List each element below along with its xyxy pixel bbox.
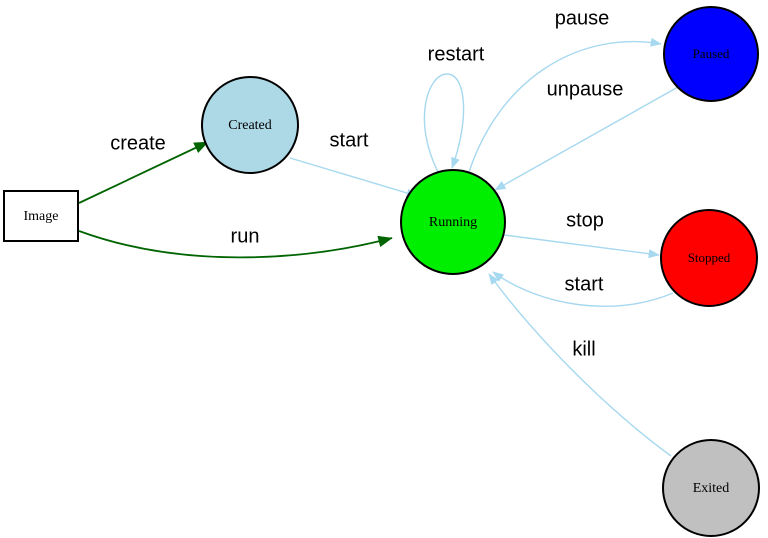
node-label-image: Image <box>24 209 59 224</box>
node-created[interactable]: Created <box>201 76 299 174</box>
edge-stop <box>503 234 660 259</box>
node-stopped[interactable]: Stopped <box>660 209 758 307</box>
node-image[interactable]: Image <box>3 190 79 242</box>
node-paused[interactable]: Paused <box>663 6 759 102</box>
edge-label-create: create <box>110 132 166 154</box>
edge-labels-layer: create run start restart pause unpause stop sta… <box>110 7 623 360</box>
node-label-paused: Paused <box>693 46 730 61</box>
edge-pause <box>468 37 662 173</box>
node-shape-image[interactable] <box>3 190 79 242</box>
edge-label-start-created: start <box>330 129 369 151</box>
edge-unpause <box>494 86 679 191</box>
node-label-exited: Exited <box>693 481 730 496</box>
edge-kill <box>488 273 672 457</box>
edges-layer <box>78 37 679 457</box>
node-running[interactable]: Running <box>400 169 506 275</box>
node-label-stopped: Stopped <box>688 250 731 265</box>
edge-start-created <box>289 157 418 198</box>
edge-restart <box>423 73 465 173</box>
edge-label-start-stopped: start <box>565 273 604 295</box>
edge-label-stop: stop <box>566 209 604 231</box>
node-shape-created[interactable] <box>201 76 299 174</box>
node-shape-stopped[interactable] <box>660 209 758 307</box>
edge-label-kill: kill <box>572 338 595 360</box>
edge-label-unpause: unpause <box>547 78 624 100</box>
node-shape-running[interactable] <box>400 169 506 275</box>
edge-label-pause: pause <box>555 7 610 29</box>
edge-run <box>78 230 393 259</box>
node-shape-paused[interactable] <box>663 6 759 102</box>
node-shape-exited[interactable] <box>662 439 760 537</box>
edge-start-stopped <box>492 271 674 307</box>
edge-label-run: run <box>231 225 260 247</box>
edge-create <box>78 141 209 204</box>
node-label-created: Created <box>228 118 272 133</box>
node-exited[interactable]: Exited <box>662 439 760 537</box>
node-label-running: Running <box>429 215 477 230</box>
edge-label-restart: restart <box>428 43 485 65</box>
